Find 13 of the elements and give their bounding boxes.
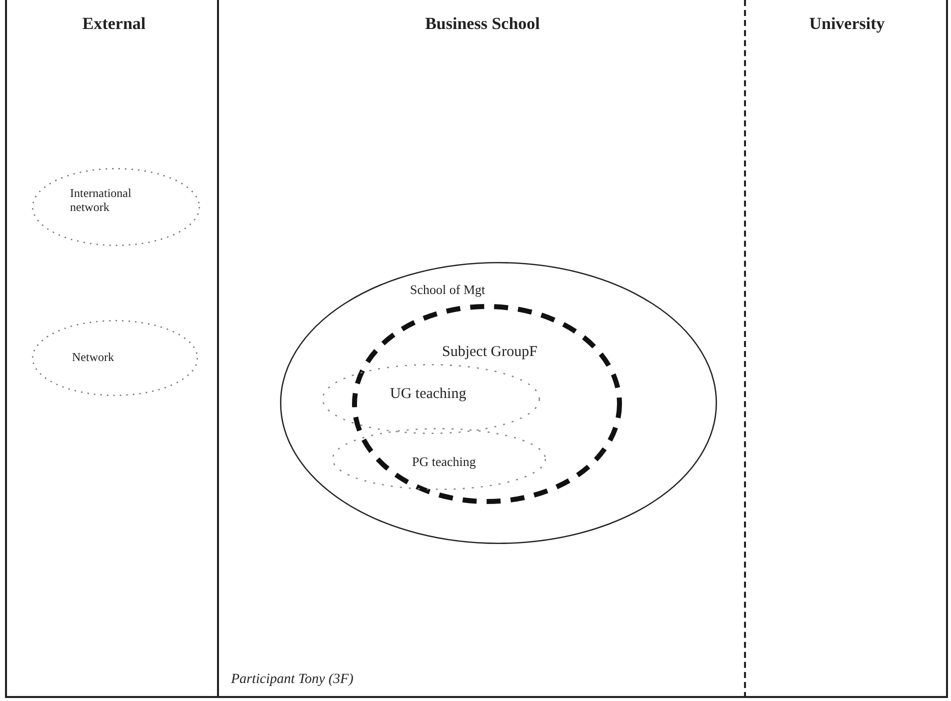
node-label: School of Mgt	[410, 282, 486, 298]
column-panel	[746, 0, 948, 698]
node-label: UG teaching	[390, 386, 466, 403]
node-label: PG teaching	[412, 454, 476, 470]
column-heading: Business School	[424, 14, 541, 34]
column-panel	[5, 0, 219, 698]
column-panel	[219, 0, 746, 698]
note-text: Participant Tony (3F)	[231, 672, 354, 688]
column-heading: External	[81, 14, 147, 34]
node-label: International network	[70, 186, 132, 215]
node-label: Network	[72, 350, 114, 365]
node-label: Subject GroupF	[442, 344, 538, 361]
column-heading: University	[808, 14, 886, 34]
